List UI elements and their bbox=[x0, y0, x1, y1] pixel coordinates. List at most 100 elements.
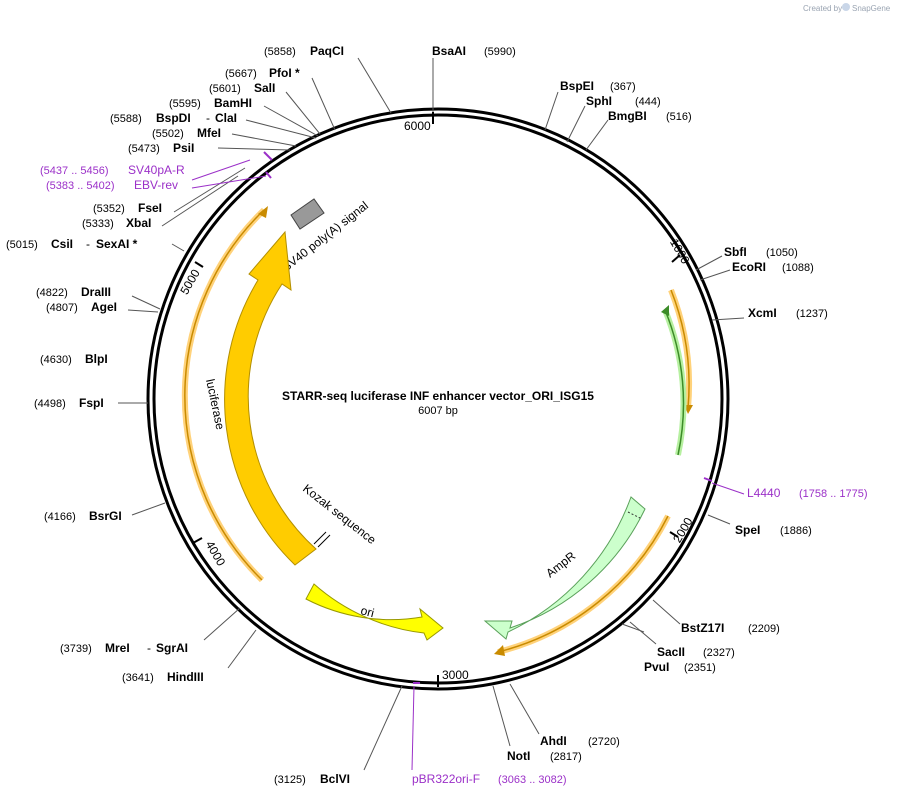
primer-ebv-rev-mark bbox=[265, 171, 272, 179]
site-bstz17i-name[interactable]: BstZ17I bbox=[681, 621, 724, 635]
site-bspdi-name[interactable]: BspDI bbox=[156, 111, 191, 125]
right-green-arrow-icon bbox=[661, 305, 669, 316]
site-bspei-name[interactable]: BspEI bbox=[560, 79, 594, 93]
leader-bclvi bbox=[363, 685, 403, 771]
tick-4000-mark bbox=[192, 537, 203, 544]
leader-mfei bbox=[231, 133, 297, 147]
site-hindiii-pos: (3641) bbox=[122, 672, 154, 684]
ampr-feature[interactable] bbox=[483, 496, 646, 640]
site-sacii-pos: (2327) bbox=[703, 647, 735, 659]
site-psii-pos: (5473) bbox=[128, 143, 160, 155]
tick-5000-mark bbox=[194, 261, 204, 268]
tick-1000: 1000 bbox=[667, 236, 693, 266]
ampr-outer-arc-line bbox=[497, 515, 669, 653]
ori-feature[interactable] bbox=[305, 583, 444, 641]
site-sali-name[interactable]: SalI bbox=[254, 81, 275, 95]
site-spei-name[interactable]: SpeI bbox=[735, 523, 760, 537]
site-sgrai-name[interactable]: SgrAI bbox=[156, 641, 188, 655]
primer-l4440-range: (1758 .. 1775) bbox=[799, 488, 868, 500]
site-noti-name[interactable]: NotI bbox=[507, 749, 530, 763]
leader-noti bbox=[492, 685, 511, 747]
site-hindiii-name[interactable]: HindIII bbox=[167, 670, 204, 684]
site-mrei-sep: - bbox=[147, 641, 151, 655]
site-mrei-name[interactable]: MreI bbox=[105, 641, 130, 655]
site-sbfi-name[interactable]: SbfI bbox=[724, 245, 747, 259]
site-pfoi-name[interactable]: PfoI * bbox=[269, 66, 300, 80]
snapgene-credit: Created by SnapGene bbox=[803, 3, 891, 13]
site-xbai-pos: (5333) bbox=[82, 218, 114, 230]
site-fspi-name[interactable]: FspI bbox=[79, 396, 104, 410]
snapgene-logo-icon bbox=[842, 3, 850, 11]
site-bclvi-pos: (3125) bbox=[274, 774, 306, 786]
site-bsaai-pos: (5990) bbox=[484, 46, 516, 58]
ori-label: ori bbox=[359, 603, 375, 620]
site-sacii-name[interactable]: SacII bbox=[657, 645, 685, 659]
primer-sv40pa-r-range: (5437 .. 5456) bbox=[40, 165, 109, 177]
leader-fsei bbox=[173, 167, 246, 213]
site-paqci-pos: (5858) bbox=[264, 46, 296, 58]
site-bspei-pos: (367) bbox=[610, 81, 636, 93]
leader-bstz17i bbox=[652, 599, 681, 625]
site-xcmi-name[interactable]: XcmI bbox=[748, 306, 777, 320]
site-fspi-pos: (4498) bbox=[34, 398, 66, 410]
leader-bspei bbox=[544, 91, 559, 131]
kozak-mark-2 bbox=[317, 534, 331, 548]
site-bsrgi-name[interactable]: BsrGI bbox=[89, 509, 122, 523]
site-xbai-name[interactable]: XbaI bbox=[126, 216, 151, 230]
leader-ecori bbox=[699, 269, 731, 281]
site-paqci-name[interactable]: PaqCI bbox=[310, 44, 344, 58]
primer-pbr322ori-f-name[interactable]: pBR322ori-F bbox=[412, 772, 480, 786]
site-ecori-name[interactable]: EcoRI bbox=[732, 260, 766, 274]
leader-draiii bbox=[131, 295, 161, 310]
site-mfei-name[interactable]: MfeI bbox=[197, 126, 221, 140]
site-bmgbi-name[interactable]: BmgBI bbox=[608, 109, 647, 123]
credit-prefix: Created by bbox=[803, 4, 842, 13]
site-sexai-name[interactable]: SexAI * bbox=[96, 237, 138, 251]
tick-1000-mark bbox=[671, 254, 681, 263]
primer-sv40pa-r-mark bbox=[263, 151, 273, 161]
site-psii-name[interactable]: PsiI bbox=[173, 141, 194, 155]
backbone-outer-ring bbox=[146, 107, 730, 691]
plasmid-length: 6007 bp bbox=[418, 405, 458, 417]
site-pvui-pos: (2351) bbox=[684, 662, 716, 674]
leader-paqci bbox=[357, 57, 392, 114]
site-bsaai-name[interactable]: BsaAI bbox=[432, 44, 466, 58]
site-draiii-name[interactable]: DraIII bbox=[81, 285, 111, 299]
site-ahdi-pos: (2720) bbox=[588, 736, 620, 748]
luciferase-feature[interactable] bbox=[224, 230, 317, 566]
primer-ebv-rev-name[interactable]: EBV-rev bbox=[134, 178, 178, 192]
tick-3000: 3000 bbox=[442, 668, 469, 682]
sv40-polya-feature[interactable] bbox=[290, 198, 325, 230]
site-pfoi-pos: (5667) bbox=[225, 68, 257, 80]
site-bamhi-name[interactable]: BamHI bbox=[214, 96, 252, 110]
site-spei-pos: (1886) bbox=[780, 525, 812, 537]
site-fsei-name[interactable]: FseI bbox=[138, 201, 162, 215]
site-bmgbi-pos: (516) bbox=[666, 111, 692, 123]
leader-xcmi bbox=[711, 317, 745, 321]
leader-sphi bbox=[566, 105, 586, 143]
site-csii-sep: - bbox=[86, 237, 90, 251]
site-csii-name[interactable]: CsiI bbox=[51, 237, 73, 251]
primer-sv40pa-r-name[interactable]: SV40pA-R bbox=[128, 163, 185, 177]
plasmid-name: STARR-seq luciferase INF enhancer vector… bbox=[282, 389, 594, 403]
leader-ahdi bbox=[509, 683, 540, 735]
site-sphi-name[interactable]: SphI bbox=[586, 94, 612, 108]
primer-pbr322ori-f-range: (3063 .. 3082) bbox=[498, 774, 567, 786]
site-blpi-name[interactable]: BlpI bbox=[85, 352, 108, 366]
luciferase-outer-arc-line bbox=[184, 209, 265, 581]
site-clai-name[interactable]: ClaI bbox=[215, 111, 237, 125]
primer-l4440-name[interactable]: L4440 bbox=[747, 486, 781, 500]
right-outer-arc-line bbox=[670, 289, 690, 409]
site-pvui-name[interactable]: PvuI bbox=[644, 660, 669, 674]
site-mrei-pos: (3739) bbox=[60, 643, 92, 655]
site-ecori-pos: (1088) bbox=[782, 262, 814, 274]
site-bspdi-pos: (5588) bbox=[110, 113, 142, 125]
center-title: STARR-seq luciferase INF enhancer vector… bbox=[282, 389, 594, 417]
leader-xbai bbox=[161, 175, 239, 227]
site-agei-name[interactable]: AgeI bbox=[91, 300, 117, 314]
site-labels: (5858) PaqCI BsaAI (5990) (5667) PfoI * … bbox=[6, 44, 868, 786]
site-bclvi-name[interactable]: BclVI bbox=[320, 772, 350, 786]
leader-pbr322ori-f bbox=[411, 685, 415, 771]
site-ahdi-name[interactable]: AhdI bbox=[540, 734, 567, 748]
site-sbfi-pos: (1050) bbox=[766, 247, 798, 259]
